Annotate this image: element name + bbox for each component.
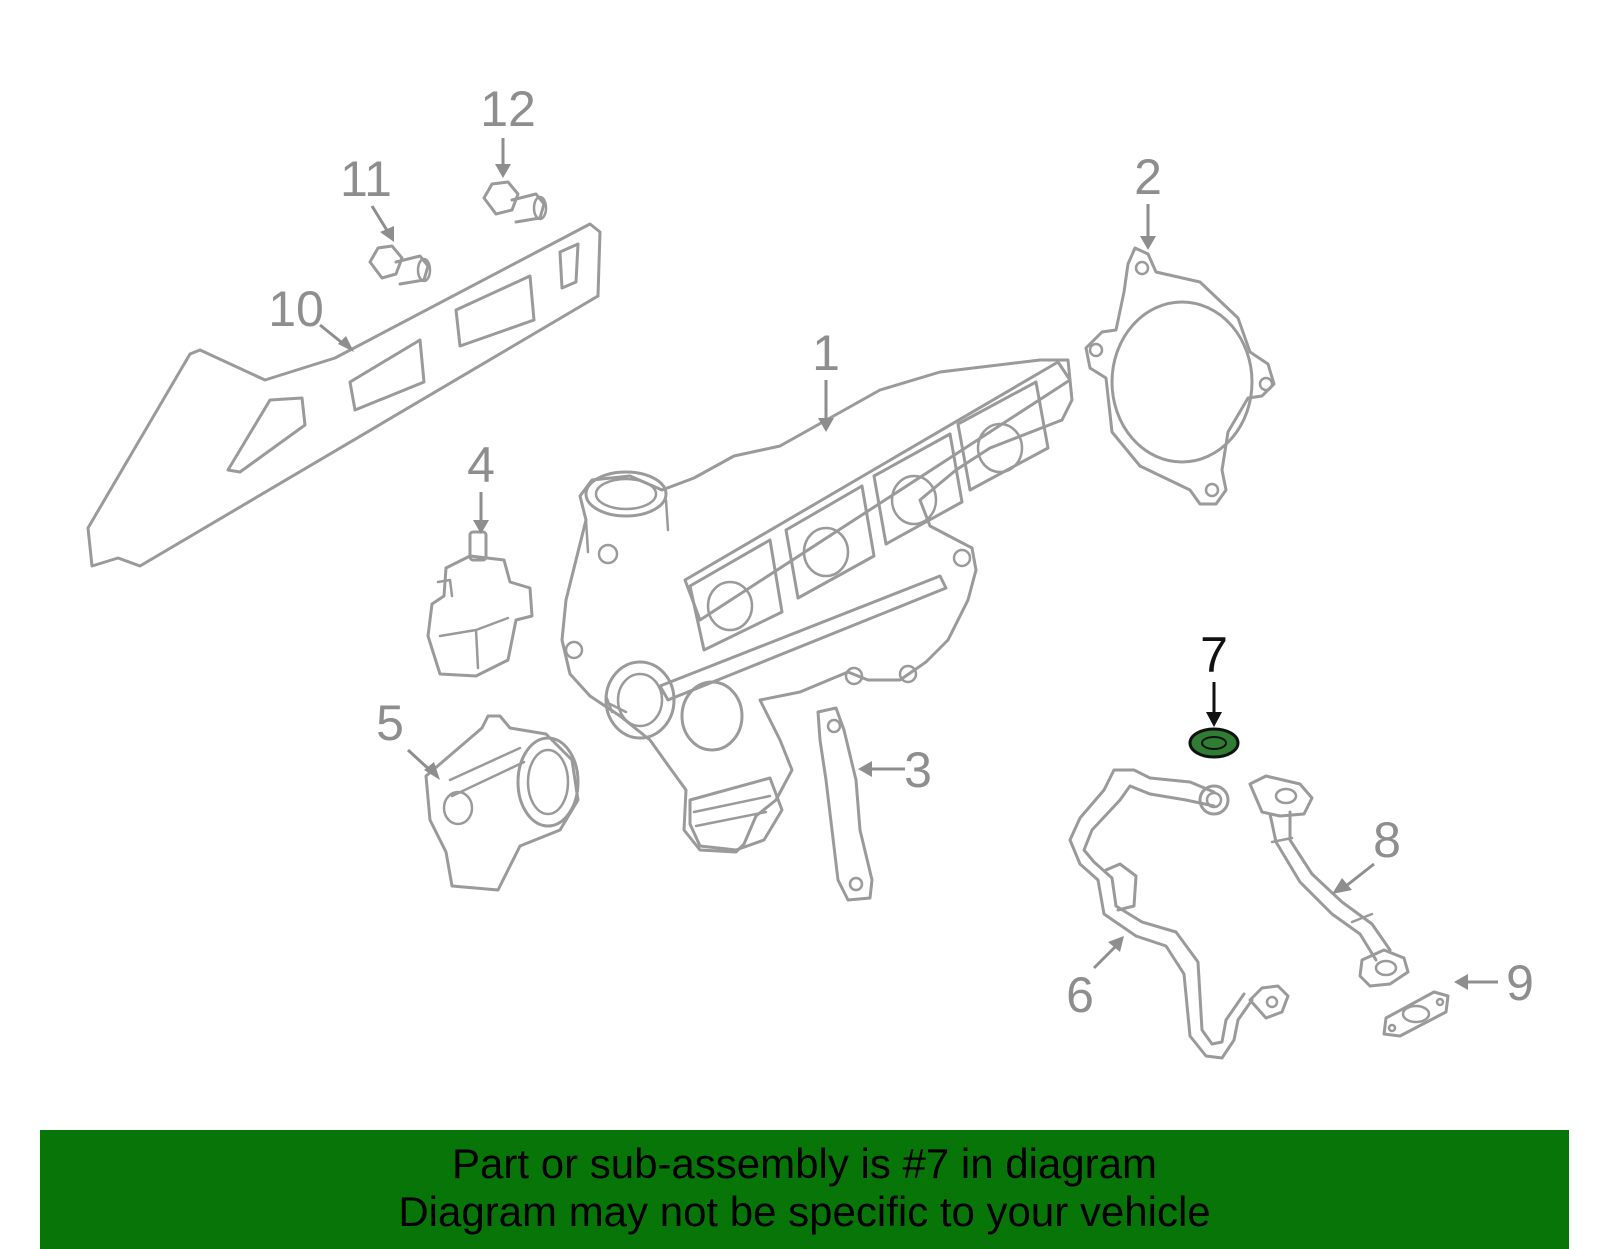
- part-2-gasket[interactable]: [1084, 246, 1276, 506]
- callout-8: 8: [1373, 812, 1401, 868]
- part-9-gasket[interactable]: [1382, 990, 1450, 1038]
- exploded-view-svg: 1 2 3 4 5 6 7 8 9 10 11 12: [86, 81, 1534, 1060]
- arrowhead-7: [1206, 712, 1222, 727]
- arrowhead-4: [473, 520, 489, 534]
- callout-6: 6: [1066, 967, 1094, 1023]
- arrowhead-9: [1454, 974, 1468, 990]
- arrowhead-2: [1140, 236, 1156, 250]
- parts-diagram: 1 2 3 4 5 6 7 8 9 10 11 12: [86, 81, 1534, 1060]
- arrowhead-8: [1332, 878, 1352, 894]
- callout-1: 1: [812, 325, 840, 381]
- part-11-stud[interactable]: [368, 244, 432, 286]
- part-3-bracket[interactable]: [816, 706, 874, 902]
- part-4-solenoid-valve[interactable]: [426, 530, 534, 678]
- part-8-oil-return-pipe[interactable]: [1248, 774, 1410, 988]
- arrowhead-12: [495, 164, 511, 178]
- callout-7: 7: [1200, 627, 1228, 683]
- leader-lines: [319, 138, 1498, 990]
- arrowhead-6: [1108, 936, 1124, 952]
- arrowhead-5: [424, 762, 440, 780]
- callout-3: 3: [904, 742, 932, 798]
- banner-line-2: Diagram may not be specific to your vehi…: [398, 1188, 1211, 1235]
- part-6-oil-line[interactable]: [1068, 768, 1290, 1060]
- callout-11: 11: [340, 151, 392, 207]
- callout-2: 2: [1134, 149, 1162, 205]
- arrowhead-10: [338, 336, 354, 352]
- part-1-turbo-manifold[interactable]: [560, 358, 1074, 854]
- part-7-seal[interactable]: [1188, 727, 1240, 759]
- callout-4: 4: [467, 437, 495, 493]
- banner-line-1: Part or sub-assembly is #7 in diagram: [452, 1140, 1157, 1187]
- part-10-heat-shield[interactable]: [86, 222, 602, 568]
- arrowhead-11: [380, 226, 394, 242]
- callout-10: 10: [268, 281, 324, 337]
- part-5-actuator[interactable]: [424, 714, 580, 892]
- callout-labels: 1 2 3 4 5 6 7 8 9 10 11 12: [268, 81, 1534, 1023]
- info-banner: Part or sub-assembly is #7 in diagram Di…: [40, 1130, 1569, 1249]
- part-12-stud[interactable]: [482, 180, 548, 224]
- arrowhead-3: [858, 761, 872, 777]
- callout-5: 5: [376, 695, 404, 751]
- callout-9: 9: [1506, 955, 1534, 1011]
- arrowhead-1: [818, 418, 834, 432]
- callout-12: 12: [480, 81, 536, 137]
